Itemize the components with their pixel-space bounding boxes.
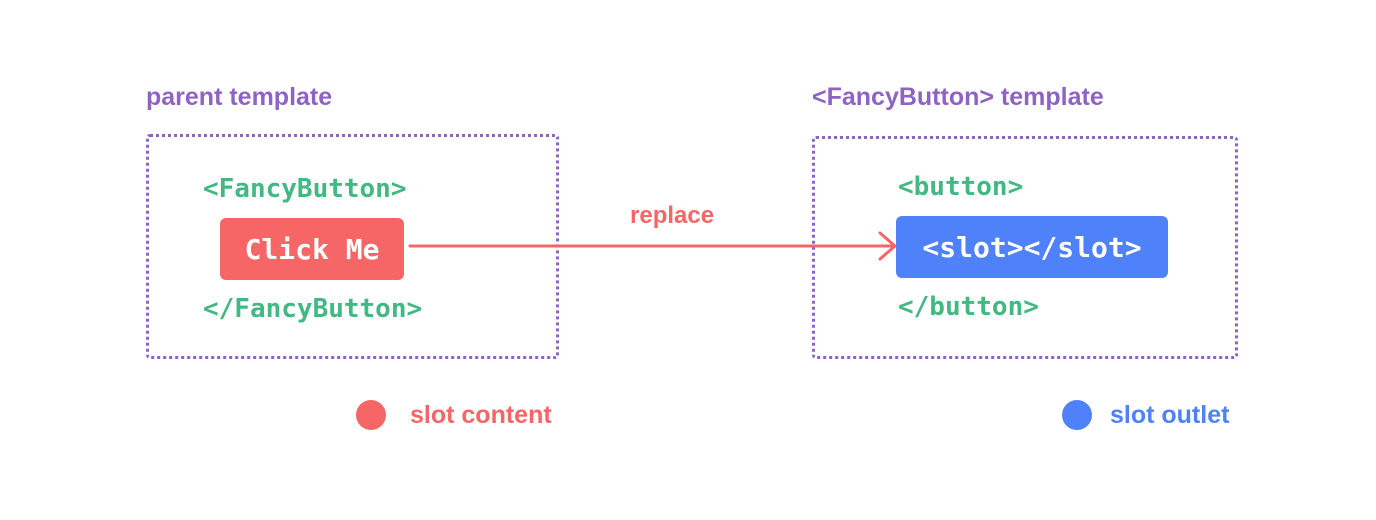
slot-outlet-legend-dot — [1062, 400, 1092, 430]
fancybutton-open-tag: <FancyButton> — [203, 174, 407, 204]
fancybutton-template-box — [812, 136, 1238, 359]
fancybutton-close-tag: </FancyButton> — [203, 294, 423, 324]
button-close-tag: </button> — [898, 292, 1039, 322]
parent-template-title: parent template — [146, 83, 333, 111]
slot-content-legend-dot — [356, 400, 386, 430]
replace-label: replace — [630, 202, 715, 229]
button-open-tag: <button> — [898, 172, 1024, 202]
slot-content-legend-label: slot content — [410, 401, 552, 429]
fancybutton-template-title: <FancyButton> template — [812, 83, 1104, 111]
slot-outlet-legend-label: slot outlet — [1110, 401, 1230, 429]
slot-outlet-pill: <slot></slot> — [896, 216, 1168, 278]
slot-content-pill: Click Me — [220, 218, 404, 280]
